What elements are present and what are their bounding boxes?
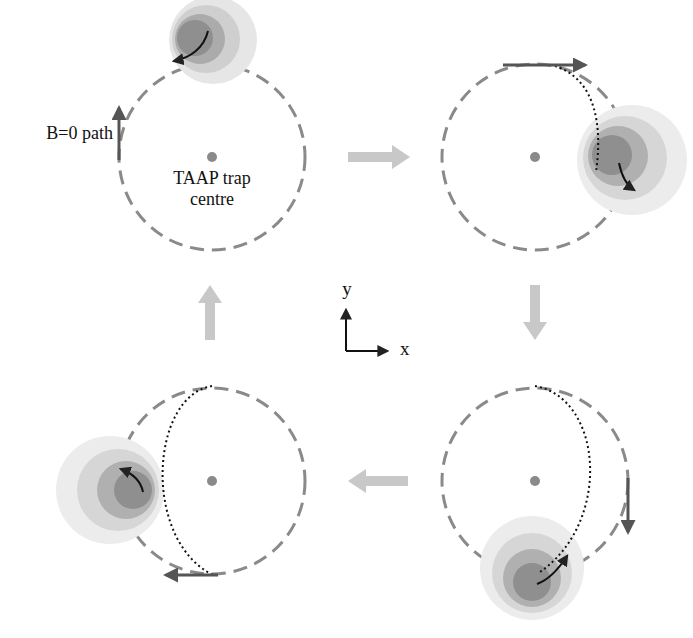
panel-bottom-right bbox=[442, 386, 628, 620]
axes bbox=[346, 310, 387, 351]
transition-arrows bbox=[198, 145, 547, 493]
axis-label: x bbox=[400, 338, 410, 360]
panel-bottom-left bbox=[56, 386, 305, 575]
axis-label: y bbox=[342, 278, 352, 300]
panel-top-left bbox=[119, 0, 305, 250]
field-label: B=0 path bbox=[46, 123, 113, 144]
panel-top-right bbox=[442, 64, 687, 250]
trap-centre-label: TAAP trap centre bbox=[162, 168, 262, 209]
